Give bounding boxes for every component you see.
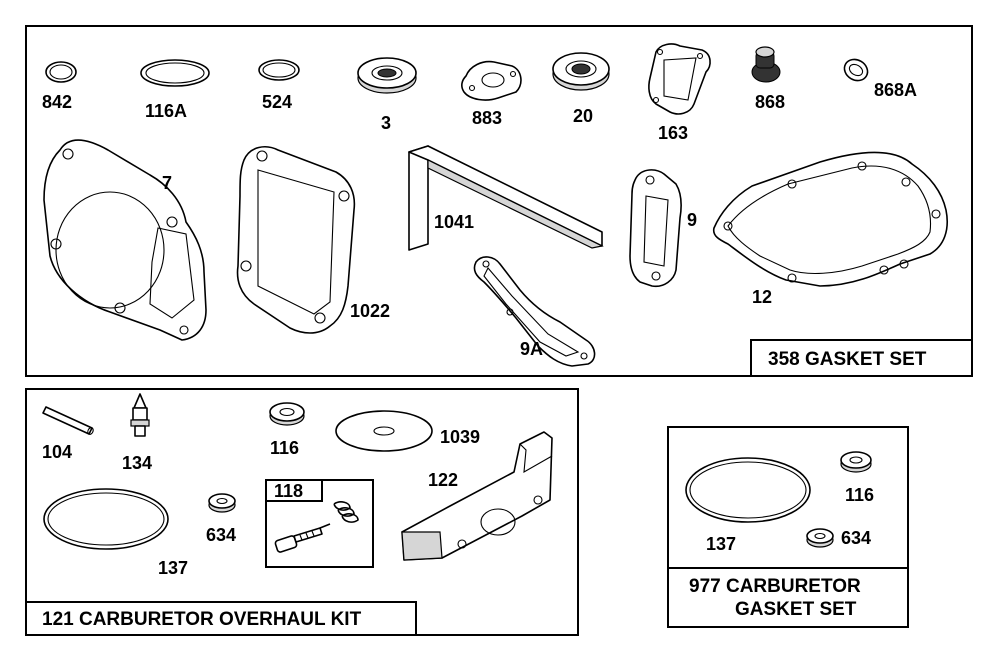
label-118: 118: [274, 481, 303, 501]
label-137-set: 137: [706, 534, 736, 554]
label-137-kit: 137: [158, 558, 188, 578]
label-883: 883: [472, 108, 502, 128]
part-634-washer-set: 634: [806, 528, 871, 548]
part-134-needle: 134: [122, 393, 152, 473]
label-104: 104: [42, 442, 72, 462]
part-1039-diaphragm: 1039: [335, 410, 480, 452]
label-116-kit: 116: [270, 438, 299, 458]
label-842: 842: [42, 92, 72, 112]
part-1022: 1022: [236, 146, 390, 334]
carb-gasket-set-title-line2: GASKET SET: [735, 599, 857, 620]
part-9A: 9A: [473, 256, 596, 367]
part-524: 524: [258, 59, 300, 112]
label-634-set: 634: [841, 528, 871, 548]
gasket-set-title-box: [750, 339, 973, 377]
label-868: 868: [755, 92, 785, 112]
gasket-set-title: 358 GASKET SET: [768, 349, 927, 370]
label-1039: 1039: [440, 427, 480, 447]
part-118-label-box: [265, 479, 323, 502]
part-137-oring-kit: 137: [43, 488, 188, 578]
overhaul-kit-group: 121 CARBURETOR OVERHAUL KIT 104 134 116: [25, 388, 579, 636]
part-868: 868: [751, 46, 785, 112]
part-7-head-gasket: 7: [43, 139, 207, 341]
label-1022: 1022: [350, 301, 390, 321]
part-137-oring-set: 137: [685, 457, 811, 554]
part-634-washer-kit: 634: [206, 493, 236, 545]
label-12: 12: [752, 287, 772, 307]
part-116-washer: 116: [269, 402, 305, 458]
label-868A: 868A: [874, 80, 917, 100]
part-868A: 868A: [843, 58, 917, 100]
part-118-box: 118: [265, 479, 374, 568]
label-7: 7: [162, 173, 172, 193]
part-104-pin: 104: [42, 406, 94, 462]
part-12-crankcase-gasket: 12: [712, 151, 948, 307]
label-1041: 1041: [434, 212, 474, 232]
part-3-seal: 3: [357, 57, 417, 133]
label-122: 122: [428, 470, 458, 490]
gasket-set-frame: [25, 25, 973, 377]
carb-gasket-set-frame: [667, 426, 909, 628]
label-116-set: 116: [845, 485, 874, 505]
part-163: 163: [648, 43, 711, 143]
label-9: 9: [687, 210, 697, 230]
part-20-seal: 20: [552, 52, 610, 126]
label-20: 20: [573, 106, 593, 126]
carb-gasket-set-title-line1: 977 CARBURETOR: [689, 576, 861, 597]
part-1041-rod: 1041: [408, 145, 604, 251]
part-842: 842: [42, 61, 77, 112]
carb-gasket-set-group: 977 CARBURETOR GASKET SET 137 116 634: [667, 426, 909, 628]
part-122-block: 122: [401, 431, 553, 561]
label-9A: 9A: [520, 339, 543, 359]
part-883: 883: [461, 60, 522, 128]
label-116A: 116A: [145, 101, 187, 121]
label-3: 3: [381, 113, 391, 133]
part-116-washer-set: 116: [840, 451, 874, 505]
part-116A: 116A: [140, 59, 210, 121]
overhaul-kit-title: 121 CARBURETOR OVERHAUL KIT: [42, 609, 362, 630]
part-9: 9: [629, 169, 697, 288]
gasket-set-group: 358 GASKET SET 842 116A 524 3: [25, 25, 973, 377]
label-524: 524: [262, 92, 292, 112]
overhaul-kit-title-box: [25, 601, 417, 636]
label-163: 163: [658, 123, 688, 143]
label-634-kit: 634: [206, 525, 236, 545]
label-134: 134: [122, 453, 152, 473]
carb-gasket-set-title-box: [667, 567, 909, 628]
